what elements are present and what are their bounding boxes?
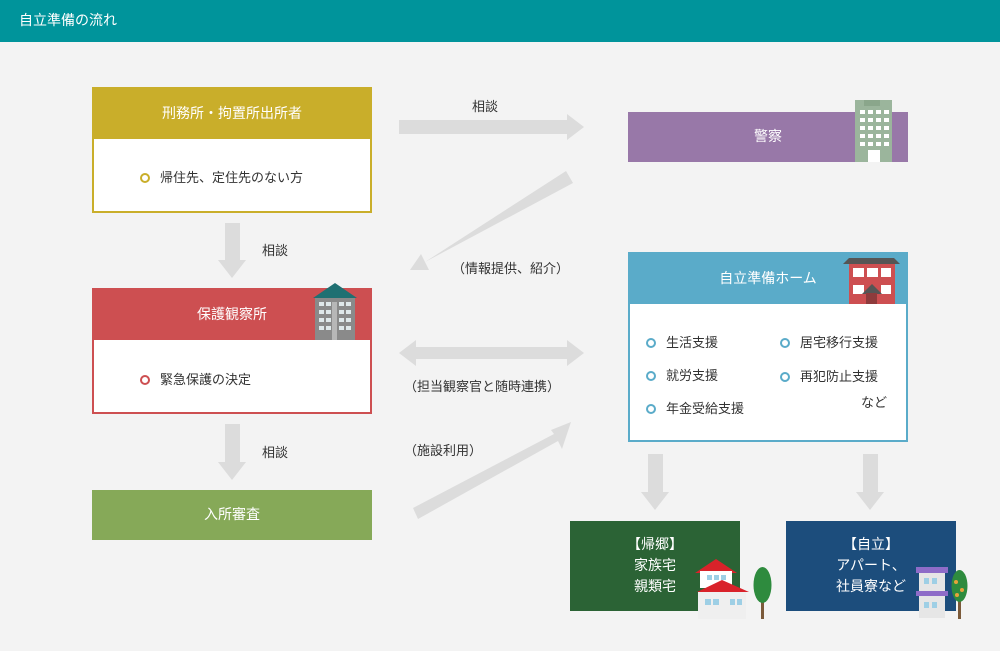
label-consult-2: 相談 (262, 446, 289, 461)
probation-bullet: 緊急保護の決定 (140, 369, 251, 388)
arrow-home-to-independent (856, 454, 884, 510)
prison-bullet-text: 帰住先、定住先のない方 (160, 171, 304, 186)
home-service: 再犯防止支援 (780, 366, 878, 385)
arrow-police-to-probation (410, 171, 573, 270)
return-home-line2: 家族宅 (634, 558, 676, 574)
home-service: 年金受給支援 (646, 398, 744, 417)
service-text: 居宅移行支援 (800, 336, 879, 351)
arrow-probation-home (399, 340, 584, 366)
probation-bullet-text: 緊急保護の決定 (160, 373, 252, 388)
bullet-dot (140, 172, 150, 183)
return-home-line3: 親類宅 (634, 579, 676, 595)
independent-line1: 【自立】 (843, 537, 899, 553)
service-text: 再犯防止支援 (800, 370, 879, 385)
arrow-admission-to-home (413, 422, 571, 519)
arrow-prison-to-police (399, 114, 584, 140)
admission-box: 入所審査 (92, 490, 372, 540)
label-consult-1: 相談 (262, 244, 289, 259)
independent-line3: 社員寮など (836, 579, 906, 595)
service-text: 就労支援 (666, 369, 719, 384)
label-consult-top: 相談 (472, 100, 499, 115)
prison-box: 刑務所・拘置所出所者 (92, 87, 372, 213)
home-service: 居宅移行支援 (780, 332, 878, 351)
page-title: 自立準備の流れ (19, 13, 117, 29)
label-facility: （施設利用） (404, 444, 483, 459)
independent-box: 【自立】 アパート、 社員寮など (786, 521, 956, 611)
bullet-dot (646, 370, 656, 381)
bullet-dot (646, 403, 656, 414)
independent-line2: アパート、 (836, 558, 906, 574)
bullet-dot (646, 337, 656, 348)
service-text: 生活支援 (666, 336, 719, 351)
arrow-prison-to-probation (218, 223, 246, 278)
bullet-dot (140, 374, 150, 385)
bullet-dot (780, 371, 790, 382)
arrow-probation-to-admission (218, 424, 246, 480)
home-service: 生活支援 (646, 332, 718, 351)
label-info: （情報提供、紹介） (452, 262, 570, 277)
prison-bullet: 帰住先、定住先のない方 (140, 167, 303, 186)
home-services-note: など (861, 396, 888, 411)
prison-title: 刑務所・拘置所出所者 (94, 89, 370, 139)
bullet-dot (780, 337, 790, 348)
arrow-home-to-return (641, 454, 669, 510)
return-home-line1: 【帰郷】 (627, 537, 683, 553)
home-service: 就労支援 (646, 365, 718, 384)
page-header: 自立準備の流れ (0, 0, 1000, 42)
service-text: 年金受給支援 (666, 402, 745, 417)
label-coordinate: （担当観察官と随時連携） (404, 380, 561, 395)
